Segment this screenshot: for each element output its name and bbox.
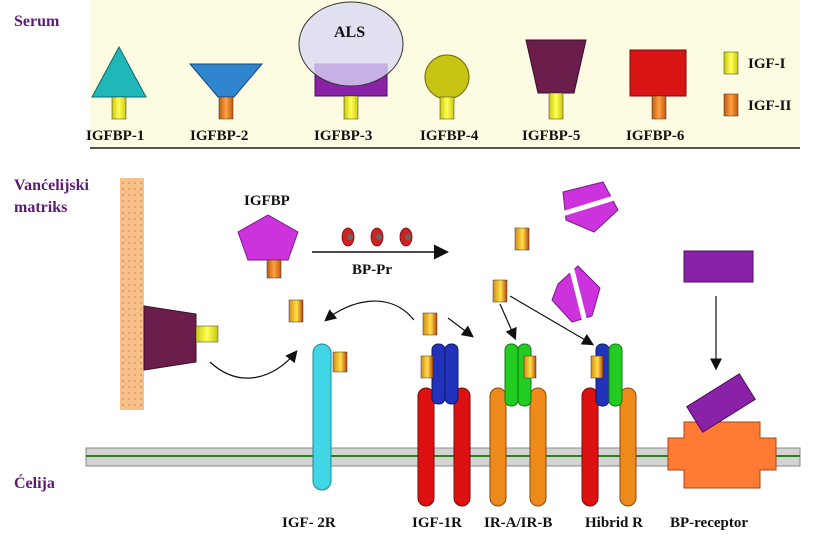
ecm-fiber xyxy=(120,178,144,410)
ecm-bound-igfbp xyxy=(143,305,197,371)
bp-receptor xyxy=(667,373,777,489)
free-igf-2 xyxy=(492,279,508,303)
igfbp-label: IGFBP xyxy=(244,193,290,209)
igfbp-1-shape xyxy=(91,45,147,120)
free-igf-3 xyxy=(288,299,304,323)
cleavage-mark-1 xyxy=(561,195,615,217)
hybrid-receptor xyxy=(581,343,637,507)
legend-igf1-swatch xyxy=(723,51,739,75)
ecm-release-arrow xyxy=(209,350,298,379)
igfbp-for-bp-receptor xyxy=(683,250,754,283)
legend-igf1-label: IGF-I xyxy=(748,56,786,72)
als-ellipse xyxy=(298,1,404,87)
receptor-label-igf2r: IGF- 2R xyxy=(282,515,336,531)
igf2r-bound-igf xyxy=(332,351,348,373)
ecm-bound-igf xyxy=(195,325,219,343)
igfbp-2-label: IGFBP-2 xyxy=(190,128,248,144)
serum-label: Serum xyxy=(14,13,60,30)
igfbp-3-label: IGFBP-3 xyxy=(314,128,372,144)
legend-igf2-label: IGF-II xyxy=(748,98,792,114)
cell-label: Ćelija xyxy=(14,473,55,492)
igfbp-6-shape xyxy=(629,49,687,120)
igfbp-6-label: IGFBP-6 xyxy=(626,128,685,144)
ecm-label-line1: Vanćelijski xyxy=(14,177,90,194)
cleavage-mark-2 xyxy=(567,261,589,327)
igfbp-4-shape xyxy=(424,54,470,120)
als-label: ALS xyxy=(334,24,365,41)
receptor-label-ir: IR-A/IR-B xyxy=(484,515,552,531)
receptor-label-igf1r: IGF-1R xyxy=(412,515,462,531)
ecm-label-line2: matriks xyxy=(14,199,67,216)
ir-receptor xyxy=(489,343,547,507)
igfbp-1-label: IGFBP-1 xyxy=(86,128,144,144)
free-igf-1 xyxy=(514,227,530,251)
igfbp-2-shape xyxy=(188,63,264,120)
receptor-label-hybrid: Hibrid R xyxy=(585,515,643,531)
igf-to-ir-arrow xyxy=(447,317,474,338)
receptor-label-bp: BP-receptor xyxy=(670,515,748,531)
free-igfbp-pentagon xyxy=(237,214,299,261)
igf-to-igf2r-arrow xyxy=(324,300,415,322)
legend-igf2-swatch xyxy=(723,93,739,117)
free-igfbp-igf xyxy=(266,259,282,279)
igf1r-receptor xyxy=(417,343,471,507)
igfbp-4-label: IGFBP-4 xyxy=(420,128,479,144)
igfbp-5-label: IGFBP-5 xyxy=(522,128,580,144)
igfbp-5-shape xyxy=(525,39,587,120)
igfbp-3-shape xyxy=(298,1,404,120)
igf2r-receptor xyxy=(312,343,332,491)
bp-protease-group xyxy=(341,227,413,247)
igf-to-hybrid-arrow xyxy=(509,295,595,346)
protease-label: BP-Pr xyxy=(352,262,392,278)
free-igf-4 xyxy=(422,312,438,336)
igf-to-ira-arrow xyxy=(499,303,517,341)
